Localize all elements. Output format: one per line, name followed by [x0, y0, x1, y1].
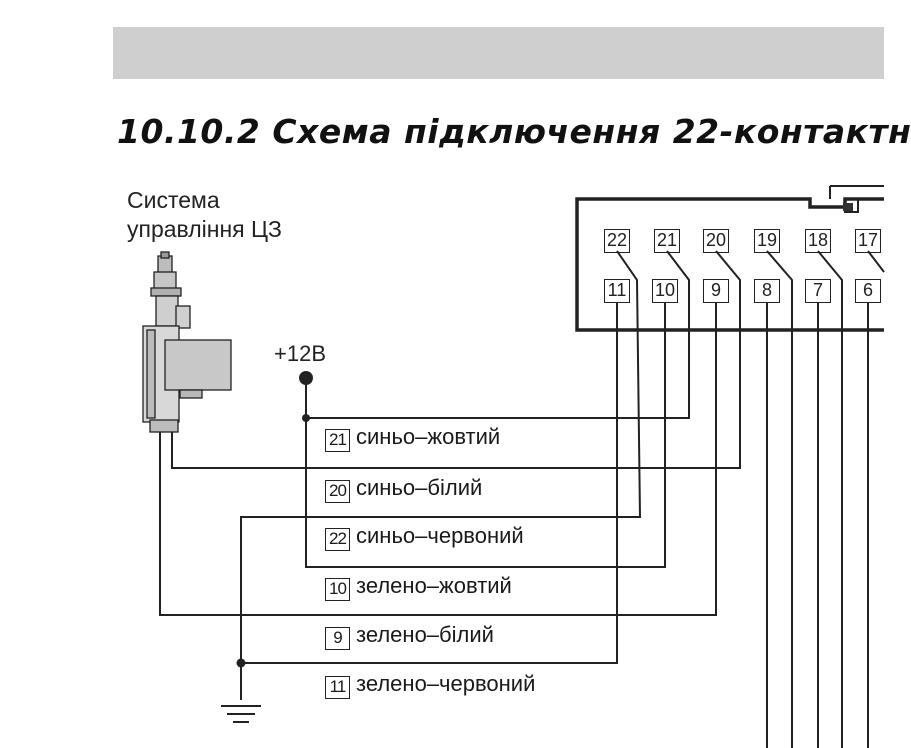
junction-dot	[302, 414, 310, 422]
wire-pin-number: 22	[325, 528, 350, 551]
supply-label: +12В	[274, 341, 326, 366]
connector-pin: 22	[604, 229, 630, 253]
header-band	[113, 27, 884, 79]
wire-pin-number: 11	[325, 676, 350, 699]
connector-pin: 9	[703, 279, 729, 303]
wiring-diagram	[142, 185, 885, 748]
wire-label: 21 синьо–жовтий	[325, 424, 500, 452]
ground-symbol	[221, 705, 261, 723]
wire-pin-number: 20	[325, 480, 350, 503]
wire-pin-number: 9	[325, 627, 350, 650]
wire-label: 10 зелено–жовтий	[325, 573, 512, 601]
connector-pin: 21	[654, 229, 680, 253]
wire-label: 20 синьо–білий	[325, 475, 482, 503]
connector-pin: 17	[855, 229, 881, 253]
connector-outline	[575, 197, 884, 332]
junction-dot	[236, 658, 246, 668]
system-label-line-2: управління ЦЗ	[127, 216, 282, 242]
supply-terminal	[299, 371, 313, 385]
lead-pin-22	[240, 250, 642, 700]
lead-pin-10	[305, 303, 666, 568]
central-locking-label: Система управління ЦЗ	[127, 186, 282, 244]
connector-pin: 6	[855, 279, 881, 303]
connector-pin: 10	[652, 279, 678, 303]
system-label-line-1: Система	[127, 187, 220, 213]
wire-label: 9 зелено–білий	[325, 622, 494, 650]
connector-pin: 20	[703, 229, 729, 253]
wire-label: 22 синьо–червоний	[325, 523, 524, 551]
connector-pin: 11	[604, 279, 630, 303]
lead-pin-9	[159, 303, 717, 616]
wire-pin-number: 10	[325, 578, 350, 601]
lead-pin-18	[817, 250, 843, 748]
actuator-icon	[142, 251, 232, 433]
lead-pin-11	[241, 303, 618, 664]
wire-color: зелено–червоний	[356, 671, 536, 696]
wire-color: синьо–жовтий	[356, 424, 501, 449]
connector-pin: 8	[754, 279, 780, 303]
lead-pin-21	[305, 250, 690, 419]
section-title: 10.10.2 Схема підключення 22-контактн	[117, 112, 911, 151]
connector-pin: 7	[805, 279, 831, 303]
connector-pin: 19	[754, 229, 780, 253]
wire-pin-number: 21	[325, 429, 350, 452]
wire-color: синьо–червоний	[356, 523, 524, 548]
wire-label: 11 зелено–червоний	[325, 671, 535, 699]
connector-pin: 18	[805, 229, 831, 253]
wire-color: зелено–жовтий	[356, 573, 512, 598]
lead-pin-20	[171, 250, 741, 469]
wire-color: синьо–білий	[356, 475, 483, 500]
lead-pin-17	[867, 250, 885, 273]
wire-color: зелено–білий	[356, 622, 494, 647]
lead-pin-19	[766, 250, 793, 748]
